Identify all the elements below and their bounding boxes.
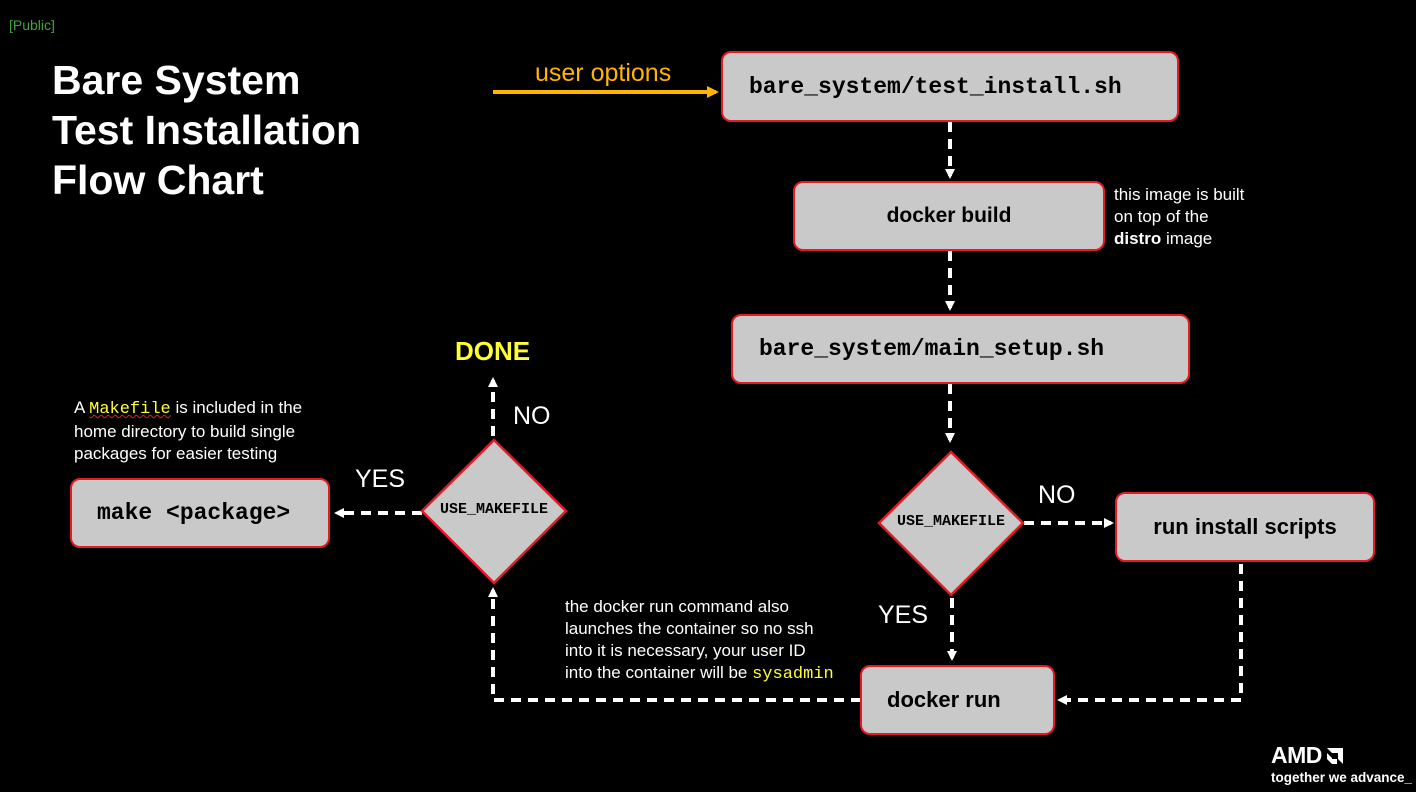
amd-tagline: together we advance_	[1271, 770, 1413, 785]
note-makefile: A Makefile is included in the home direc…	[74, 397, 302, 465]
node-main-setup: bare_system/main_setup.sh	[731, 314, 1190, 384]
node-test-install: bare_system/test_install.sh	[721, 51, 1179, 122]
note-makefile-line-1: A Makefile is included in the	[74, 397, 302, 421]
note-docker-run-line-2: launches the container so no ssh	[565, 619, 814, 638]
note-distro: this image is built on top of the distro…	[1114, 184, 1244, 250]
note-makefile-line-2: home directory to build single	[74, 422, 296, 441]
amd-logo: AMD together we advance_	[1271, 742, 1412, 785]
note-docker-run: the docker run command also launches the…	[565, 596, 834, 686]
left-yes-label: YES	[355, 465, 406, 493]
arrow-run-to-left-decision	[488, 587, 861, 702]
amd-brand: AMD	[1271, 742, 1322, 768]
right-no-label: NO	[1038, 481, 1076, 509]
note-distro-line-1: this image is built	[1114, 185, 1245, 204]
title-line-1: Bare System	[52, 57, 301, 103]
node-docker-build: docker build	[793, 181, 1105, 251]
public-tag: [Public]	[9, 17, 55, 33]
note-makefile-line-3: packages for easier testing	[74, 444, 278, 463]
makefile-code: Makefile	[89, 400, 171, 419]
decision-left-label: USE_MAKEFILE	[439, 501, 549, 518]
done-label: DONE	[455, 336, 531, 366]
note-makefile-suffix: is included in the	[170, 398, 303, 417]
decision-diamond-left	[420, 438, 568, 585]
note-docker-run-line-1: the docker run command also	[565, 597, 789, 616]
note-distro-after: image	[1161, 229, 1213, 248]
amd-arrow-icon	[1326, 747, 1343, 764]
title-line-2: Test Installation	[52, 107, 362, 153]
note-docker-run-line-4-text: into the container will be	[565, 663, 753, 682]
decision-diamond-right	[877, 450, 1025, 597]
note-distro-line-2: on top of the	[1114, 207, 1209, 226]
page-title: Bare System Test Installation Flow Chart	[52, 55, 361, 205]
user-options-label: user options	[535, 59, 672, 87]
sysadmin-code: sysadmin	[752, 665, 834, 684]
node-docker-run: docker run	[860, 665, 1055, 735]
node-run-install-scripts: run install scripts	[1115, 492, 1375, 562]
title-line-3: Flow Chart	[52, 157, 264, 203]
note-makefile-prefix: A	[74, 398, 90, 417]
arrow-install-to-run	[1057, 564, 1243, 705]
note-docker-run-line-4: into the container will be sysadmin	[565, 662, 834, 686]
right-yes-label: YES	[878, 601, 929, 629]
left-no-label: NO	[513, 402, 551, 430]
decision-right-label: USE_MAKEFILE	[896, 513, 1006, 530]
note-distro-bold: distro	[1114, 229, 1162, 248]
note-docker-run-line-3: into it is necessary, your user ID	[565, 641, 806, 660]
note-distro-line-3: distro image	[1114, 228, 1244, 250]
node-make-package: make <package>	[70, 478, 330, 548]
